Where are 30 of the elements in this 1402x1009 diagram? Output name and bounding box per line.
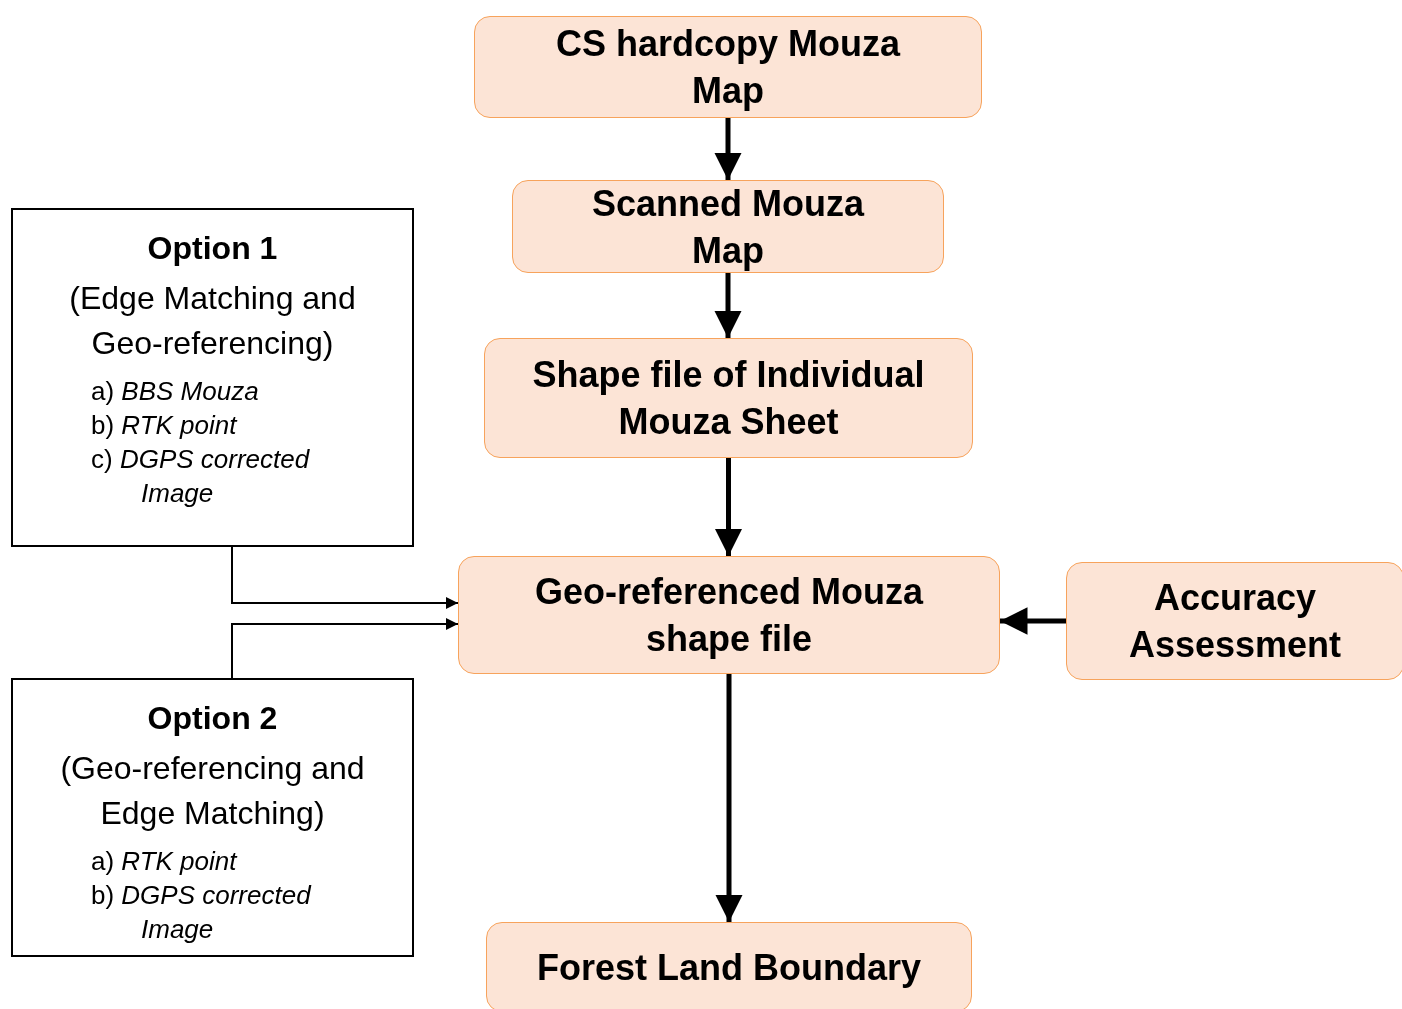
list-item: b) DGPS corrected Image bbox=[90, 879, 313, 946]
list-item: c) DGPS corrected Image bbox=[90, 443, 311, 510]
list-item: a) RTK point bbox=[90, 845, 239, 878]
option-title: Option 1 bbox=[146, 229, 279, 268]
process-label: Forest Land Boundary bbox=[537, 945, 921, 990]
process-box bbox=[484, 338, 973, 458]
process-box bbox=[1066, 562, 1402, 680]
option-title: Option 2 bbox=[146, 699, 279, 738]
arrow bbox=[714, 458, 743, 556]
arrow bbox=[715, 674, 743, 922]
process-box bbox=[512, 180, 944, 273]
arrow bbox=[714, 118, 742, 180]
process-label: Geo-referenced Mouza shape file bbox=[533, 570, 925, 661]
list-item: a) BBS Mouza bbox=[90, 375, 260, 408]
process-label: CS hardcopy Mouza Map bbox=[554, 22, 902, 113]
arrow bbox=[1000, 607, 1066, 635]
option-subtitle: (Edge Matching and Geo-referencing) bbox=[68, 279, 357, 363]
process-box bbox=[486, 922, 972, 1009]
process-label: Scanned Mouza Map bbox=[590, 181, 866, 273]
arrow bbox=[231, 546, 459, 609]
arrow bbox=[714, 273, 742, 338]
process-label: Accuracy Assessment bbox=[1127, 576, 1343, 667]
option-box bbox=[11, 678, 414, 957]
arrow bbox=[231, 618, 459, 679]
process-box bbox=[474, 16, 982, 118]
list-item: b) RTK point bbox=[90, 409, 239, 442]
option-subtitle: (Geo-referencing and Edge Matching) bbox=[59, 749, 366, 833]
process-box bbox=[458, 556, 1000, 674]
process-label: Shape file of Individual Mouza Sheet bbox=[531, 353, 926, 444]
option-box bbox=[11, 208, 414, 547]
